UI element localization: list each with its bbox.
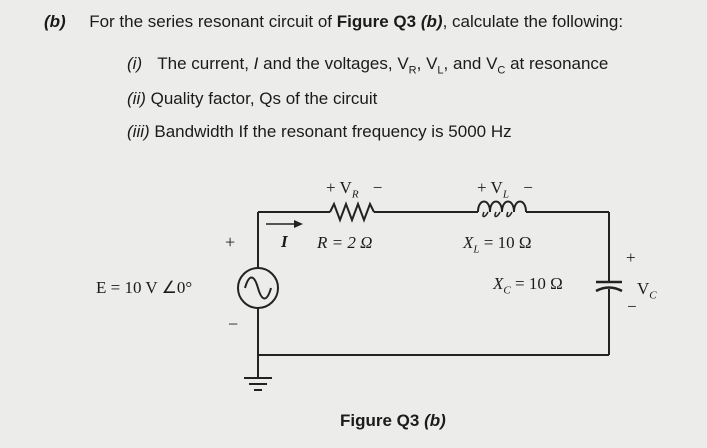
resistor-label: R = 2 Ω — [317, 233, 373, 252]
xc-label: XC = 10 Ω — [493, 274, 563, 297]
part-label: (b) — [44, 12, 66, 31]
figure-caption: Figure Q3 (b) — [340, 411, 446, 430]
figure-reference-part: (b) — [420, 12, 443, 31]
question-item-i: (i) The current, I and the voltages, VR,… — [127, 54, 608, 76]
item-number: (ii) — [127, 89, 146, 108]
ac-source-circle — [237, 267, 279, 309]
item-number: (iii) — [127, 122, 150, 141]
sub-c: C — [497, 64, 506, 77]
question-item-ii: (ii) Quality factor, Qs of the circuit — [127, 89, 377, 109]
sine-icon — [244, 276, 272, 300]
item-text: Quality factor, Qs of the circuit — [150, 89, 378, 108]
vl-label: + VL − — [477, 178, 533, 201]
item-number: (i) — [127, 54, 143, 73]
sub-r: R — [408, 64, 417, 77]
inductor-symbol — [477, 200, 527, 213]
capacitor-plate-bottom — [595, 286, 623, 293]
xl-label: XL = 10 Ω — [463, 233, 532, 256]
item-text-a: The current, — [157, 54, 249, 73]
sub-l: L — [437, 64, 444, 77]
vc-minus: − — [627, 297, 637, 316]
question-item-iii: (iii) Bandwidth If the resonant frequenc… — [127, 122, 512, 142]
source-label: E = 10 V ∠0° — [96, 278, 193, 297]
item-text: Bandwidth If the resonant frequency is 5… — [154, 122, 512, 141]
intro-text: For the series resonant circuit of — [89, 12, 333, 31]
source-plus: + — [225, 232, 236, 252]
resistor-symbol — [329, 201, 375, 223]
item-text-c: at resonance — [505, 54, 609, 73]
item-text-b: and the voltages, V — [263, 54, 409, 73]
current-arrow-head — [294, 220, 303, 228]
intro-tail: , calculate the following: — [442, 12, 624, 31]
question-intro: (b) For the series resonant circuit of F… — [44, 12, 623, 32]
current-variable: I — [253, 54, 259, 73]
vc-plus: + — [626, 248, 636, 267]
vc-label: VC — [637, 279, 657, 302]
source-minus: − — [228, 314, 239, 334]
item-sep1: , V — [416, 54, 438, 73]
vr-label: + VR − — [326, 178, 383, 201]
figure-reference: Figure Q3 — [336, 12, 417, 31]
current-label: I — [281, 232, 288, 251]
item-sep2: , and V — [443, 54, 498, 73]
